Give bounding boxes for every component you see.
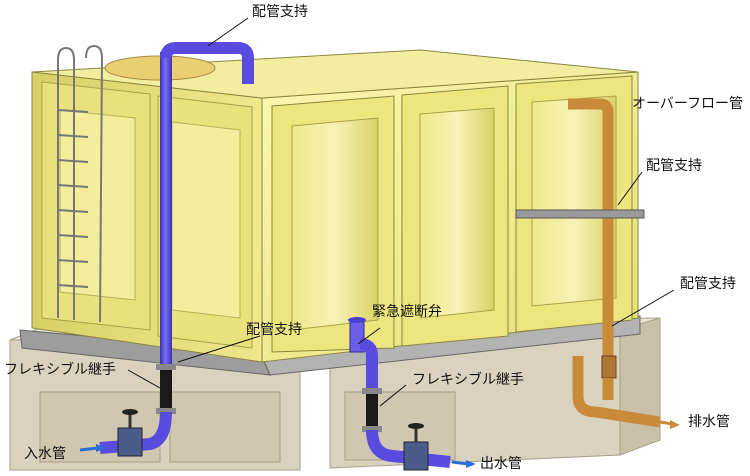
overflow-drain-pipe bbox=[515, 98, 680, 429]
label-overflow-pipe: オーバーフロー管 bbox=[632, 96, 744, 112]
outlet-pipe bbox=[348, 317, 476, 471]
label-pipe-support-center: 配管支持 bbox=[246, 322, 302, 338]
label-pipe-support-right-lower: 配管支持 bbox=[680, 276, 736, 292]
label-flexible-joint-left: フレキシブル継手 bbox=[4, 362, 116, 378]
tank-front bbox=[261, 71, 639, 363]
label-emergency-shutoff-valve: 緊急遮断弁 bbox=[372, 304, 442, 320]
label-drain-pipe: 排水管 bbox=[688, 414, 730, 430]
label-inlet-pipe: 入水管 bbox=[24, 446, 66, 462]
tank-left-side bbox=[31, 71, 263, 363]
label-flexible-joint-right: フレキシブル継手 bbox=[412, 372, 524, 388]
label-pipe-support-top: 配管支持 bbox=[252, 4, 308, 20]
label-outlet-pipe: 出水管 bbox=[480, 456, 522, 472]
leader-lines bbox=[127, 17, 675, 407]
inlet-pipe bbox=[79, 42, 254, 457]
ladder bbox=[57, 44, 104, 323]
foundation bbox=[9, 317, 661, 471]
label-pipe-support-right-upper: 配管支持 bbox=[646, 158, 702, 174]
